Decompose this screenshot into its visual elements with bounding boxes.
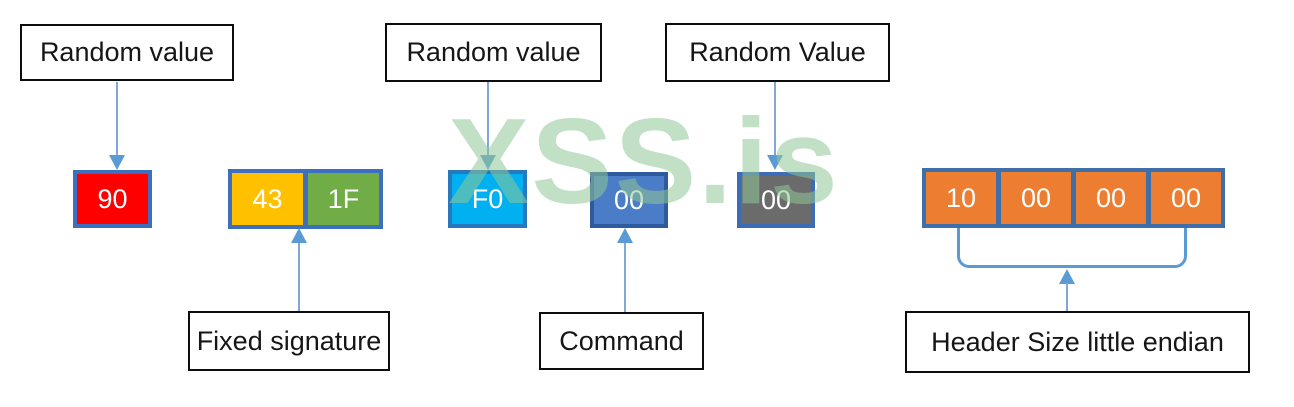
arrow-line — [1066, 283, 1068, 311]
arrow-line — [487, 82, 489, 158]
arrow-down-icon — [109, 155, 125, 170]
byte-group-signature: 43 1F — [228, 169, 383, 229]
arrow-line — [298, 243, 300, 311]
byte-box-command: 00 — [590, 172, 668, 228]
callout-fixed-signature: Fixed signature — [188, 311, 390, 371]
arrow-line — [774, 82, 776, 158]
arrow-up-icon — [1059, 269, 1075, 284]
byte-cell-header-2: 00 — [1076, 172, 1146, 224]
byte-box-random3: 00 — [737, 172, 815, 228]
arrow-down-icon — [767, 155, 783, 170]
byte-cell-header-0: 10 — [926, 172, 996, 224]
callout-random-value-2: Random value — [385, 23, 602, 82]
arrow-up-icon — [617, 228, 633, 243]
callout-command: Command — [539, 312, 704, 370]
header-size-bracket — [957, 228, 1187, 268]
callout-random-value-1: Random value — [20, 24, 234, 81]
callout-header-size: Header Size little endian — [905, 311, 1250, 373]
arrow-down-icon — [480, 155, 496, 170]
byte-cell-signature-1: 1F — [308, 173, 379, 225]
byte-cell-header-1: 00 — [1001, 172, 1071, 224]
arrow-line — [624, 243, 626, 312]
byte-group-header-size: 10 00 00 00 — [922, 168, 1225, 228]
byte-box-random2: F0 — [448, 170, 527, 228]
callout-random-value-3: Random Value — [665, 23, 890, 82]
byte-box-random1: 90 — [73, 170, 152, 228]
byte-cell-signature-0: 43 — [232, 173, 303, 225]
byte-cell-header-3: 00 — [1151, 172, 1221, 224]
arrow-up-icon — [291, 228, 307, 243]
arrow-line — [116, 82, 118, 158]
